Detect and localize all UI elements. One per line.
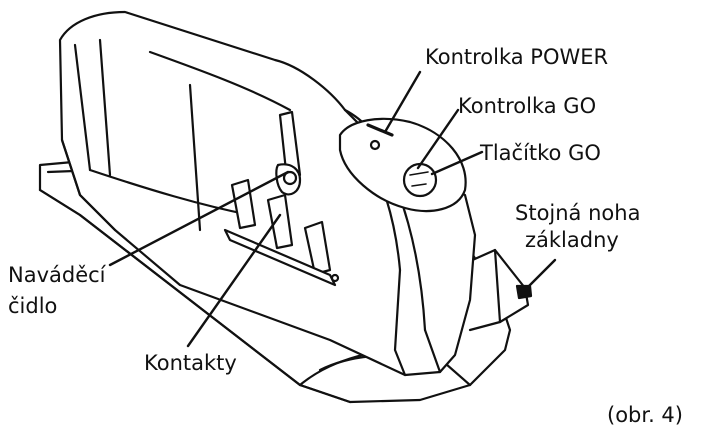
label-power-indicator: Kontrolka POWER <box>425 45 609 69</box>
leader-go-indicator <box>416 108 460 170</box>
label-contacts: Kontakty <box>144 351 237 375</box>
leader-go-button <box>430 150 484 176</box>
label-guide-sensor-line2: čidlo <box>8 294 58 318</box>
figure-number: (obr. 4) <box>607 403 683 427</box>
stand-leg <box>466 248 533 332</box>
leader-power <box>383 70 422 134</box>
charging-contacts <box>223 178 340 287</box>
label-stand-leg-line2: základny <box>525 228 619 252</box>
label-stand-leg-line1: Stojná noha <box>515 201 641 225</box>
leader-stand-leg <box>523 258 557 292</box>
control-panel <box>338 117 467 212</box>
leader-lines <box>108 70 557 348</box>
label-guide-sensor: Naváděcí čidlo <box>8 262 106 320</box>
label-go-button: Tlačítko GO <box>480 141 601 165</box>
leader-guide-sensor <box>108 170 290 267</box>
leader-contacts <box>186 213 282 348</box>
label-go-indicator: Kontrolka GO <box>458 94 597 118</box>
label-guide-sensor-line1: Naváděcí <box>8 263 106 287</box>
label-stand-leg: Stojná noha základny <box>515 200 640 254</box>
dock-housing <box>58 10 477 377</box>
